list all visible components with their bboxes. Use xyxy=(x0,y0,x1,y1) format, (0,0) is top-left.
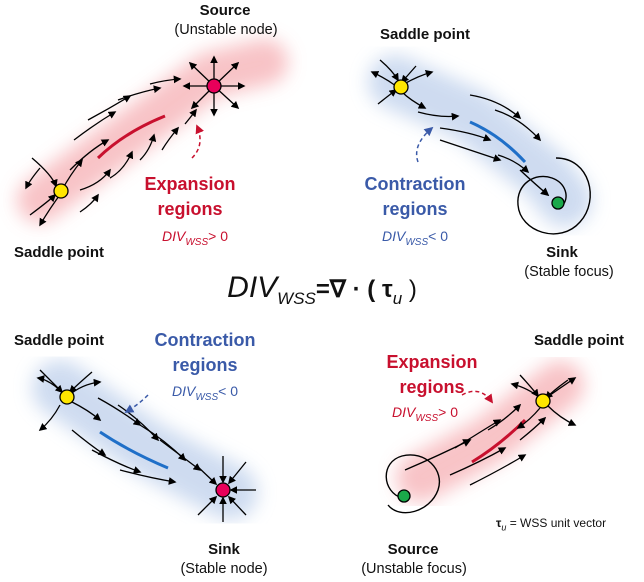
div-base: DIV xyxy=(382,228,406,244)
saddle-point-dot xyxy=(59,389,75,405)
div-sub: WSS xyxy=(415,412,439,424)
streamlines xyxy=(449,403,547,486)
tr-bottom-title: Sink xyxy=(546,244,578,261)
div-base: DIV xyxy=(392,404,416,420)
eq-rhs: =∇ · ( τ xyxy=(315,276,393,303)
bl-div-expr: DIVWSS< 0 xyxy=(150,383,260,403)
eq-close: ) xyxy=(402,276,417,303)
tr-region-line1: Contraction xyxy=(364,174,466,194)
focus-spiral xyxy=(385,454,441,514)
region-pointer-arrow xyxy=(191,124,204,159)
unstable-focus-dot xyxy=(397,489,411,503)
saddle-point-dot xyxy=(393,79,409,95)
legend-symbol-sub: u xyxy=(501,522,507,533)
div-sub: WSS xyxy=(195,391,219,403)
tl-div-expr: DIVWSS> 0 xyxy=(140,228,250,248)
flow-line-main xyxy=(469,120,527,164)
bl-top-title: Saddle point xyxy=(14,332,104,349)
sink-node-rays xyxy=(195,456,256,522)
contraction-band xyxy=(32,360,258,520)
streamlines xyxy=(417,94,542,174)
tr-div-expr: DIVWSS< 0 xyxy=(360,228,470,248)
streamlines xyxy=(71,397,202,485)
bl-region-line1: Contraction xyxy=(154,330,256,350)
eq-lhs-sub: WSS xyxy=(277,289,316,308)
stable-focus-dot xyxy=(551,196,565,210)
tl-top-title: Source xyxy=(199,2,251,19)
tl-bottom-title: Saddle point xyxy=(14,244,104,261)
legend-symbol: τ xyxy=(496,516,502,530)
streamlines xyxy=(69,75,197,191)
br-top-title: Saddle point xyxy=(534,332,624,349)
br-bottom-title: Source xyxy=(387,541,439,558)
panel-top-right xyxy=(368,55,592,235)
eq-lhs: DIV xyxy=(227,271,278,304)
legend-text: = WSS unit vector xyxy=(506,516,607,530)
panel-bottom-right xyxy=(385,361,584,514)
tr-bottom-subtitle: (Stable focus) xyxy=(524,264,614,280)
br-region-line2: regions xyxy=(399,377,465,397)
div-rel: < 0 xyxy=(428,228,448,244)
source-node-dot xyxy=(206,78,222,94)
focus-approach xyxy=(519,169,550,197)
expansion-band xyxy=(17,39,288,223)
divergence-equation: DIVWSS=∇ · ( τu ) xyxy=(0,271,644,309)
bl-bottom-title: Sink xyxy=(208,541,240,558)
bl-bottom-subtitle: (Stable node) xyxy=(180,561,268,577)
saddle-point-dot xyxy=(53,183,69,199)
div-base: DIV xyxy=(172,383,196,399)
flow-line-main xyxy=(96,114,166,160)
panel-top-left xyxy=(17,39,288,227)
sink-node-dot xyxy=(215,482,231,498)
tl-region-line1: Expansion xyxy=(144,174,236,194)
saddle-point-dot xyxy=(535,393,551,409)
tl-region-line2: regions xyxy=(157,199,223,219)
br-div-expr: DIVWSS> 0 xyxy=(370,404,480,424)
div-base: DIV xyxy=(162,228,186,244)
eq-rhs-sub: u xyxy=(392,289,403,308)
region-pointer-arrow xyxy=(415,126,434,163)
tl-top-subtitle: (Unstable node) xyxy=(174,22,278,38)
br-bottom-subtitle: (Unstable focus) xyxy=(361,561,467,577)
region-pointer-arrow xyxy=(461,390,494,404)
div-rel: > 0 xyxy=(438,404,458,420)
div-rel: < 0 xyxy=(218,383,238,399)
panel-bottom-left xyxy=(32,360,258,522)
legend-note: τu = WSS unit vector xyxy=(496,516,606,532)
focus-spiral xyxy=(517,157,591,235)
div-sub: WSS xyxy=(185,236,209,248)
div-sub: WSS xyxy=(405,236,429,248)
div-rel: > 0 xyxy=(208,228,228,244)
tr-region-line2: regions xyxy=(382,199,448,219)
flow-line-main xyxy=(99,430,169,470)
bl-region-line2: regions xyxy=(172,355,238,375)
region-pointer-arrow xyxy=(124,394,149,413)
br-region-line1: Expansion xyxy=(386,352,478,372)
tr-top-title: Saddle point xyxy=(380,26,470,43)
